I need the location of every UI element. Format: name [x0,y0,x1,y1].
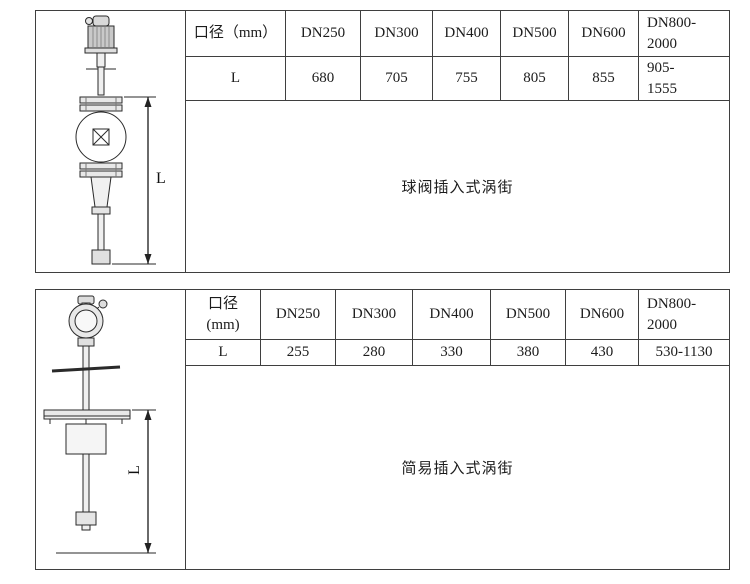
table-row-label: L [186,340,261,366]
panel-simple-insertion: L 口径 (mm) DN250 DN300 DN400 DN500 DN600 … [35,289,730,570]
table-value-cell: 430 [566,340,639,366]
table-row-label: L [186,57,286,101]
table-value-cell: 330 [413,340,491,366]
content-ball-valve: 口径（mm） DN250 DN300 DN400 DN500 DN600 DN8… [186,11,729,272]
table-header-cell: DN600 [569,11,639,57]
ball-valve-flowmeter-drawing-icon [75,15,156,265]
panel-caption: 球阀插入式涡街 [401,180,514,196]
table-value-cell: 280 [336,340,413,366]
table-header-cell: DN250 [261,290,336,340]
table-header-cell: DN800- 2000 [639,11,729,57]
table-value-cell: 255 [261,340,336,366]
panel-caption: 简易插入式涡街 [401,461,514,477]
table-header-cell: DN500 [501,11,569,57]
panel-ball-valve-insertion: L 口径（mm） DN250 DN300 DN400 DN500 DN600 D… [35,10,730,273]
table-header-cell: DN250 [286,11,361,57]
table-header-cell: 口径 (mm) [186,290,261,340]
drawing-area-simple-insertion: L [36,290,186,569]
table-value-cell: 705 [361,57,433,101]
table-value-cell: 805 [501,57,569,101]
table-value-cell: 755 [433,57,501,101]
content-simple-insertion: 口径 (mm) DN250 DN300 DN400 DN500 DN600 DN… [186,290,729,569]
table-header-cell: DN600 [566,290,639,340]
table-header-cell: DN400 [433,11,501,57]
table-value-cell: 380 [491,340,566,366]
dimension-label-L: L [125,465,143,475]
table-header-cell: 口径（mm） [186,11,286,57]
table-value-cell: 680 [286,57,361,101]
table-header-cell: DN400 [413,290,491,340]
table-header-cell: DN300 [336,290,413,340]
dimension-label-L: L [156,170,166,187]
table-value-cell: 855 [569,57,639,101]
table-value-cell: 530-1130 [639,340,729,366]
table-value-cell: 905- 1555 [639,57,729,101]
table-header-cell: DN500 [491,290,566,340]
drawing-area-ball-valve: L [36,11,186,272]
spec-table-simple-insertion: 口径 (mm) DN250 DN300 DN400 DN500 DN600 DN… [186,290,729,366]
simple-insertion-flowmeter-drawing-icon [43,295,156,554]
table-header-cell: DN800- 2000 [639,290,729,340]
table-header-cell: DN300 [361,11,433,57]
spec-table-ball-valve: 口径（mm） DN250 DN300 DN400 DN500 DN600 DN8… [186,11,729,101]
